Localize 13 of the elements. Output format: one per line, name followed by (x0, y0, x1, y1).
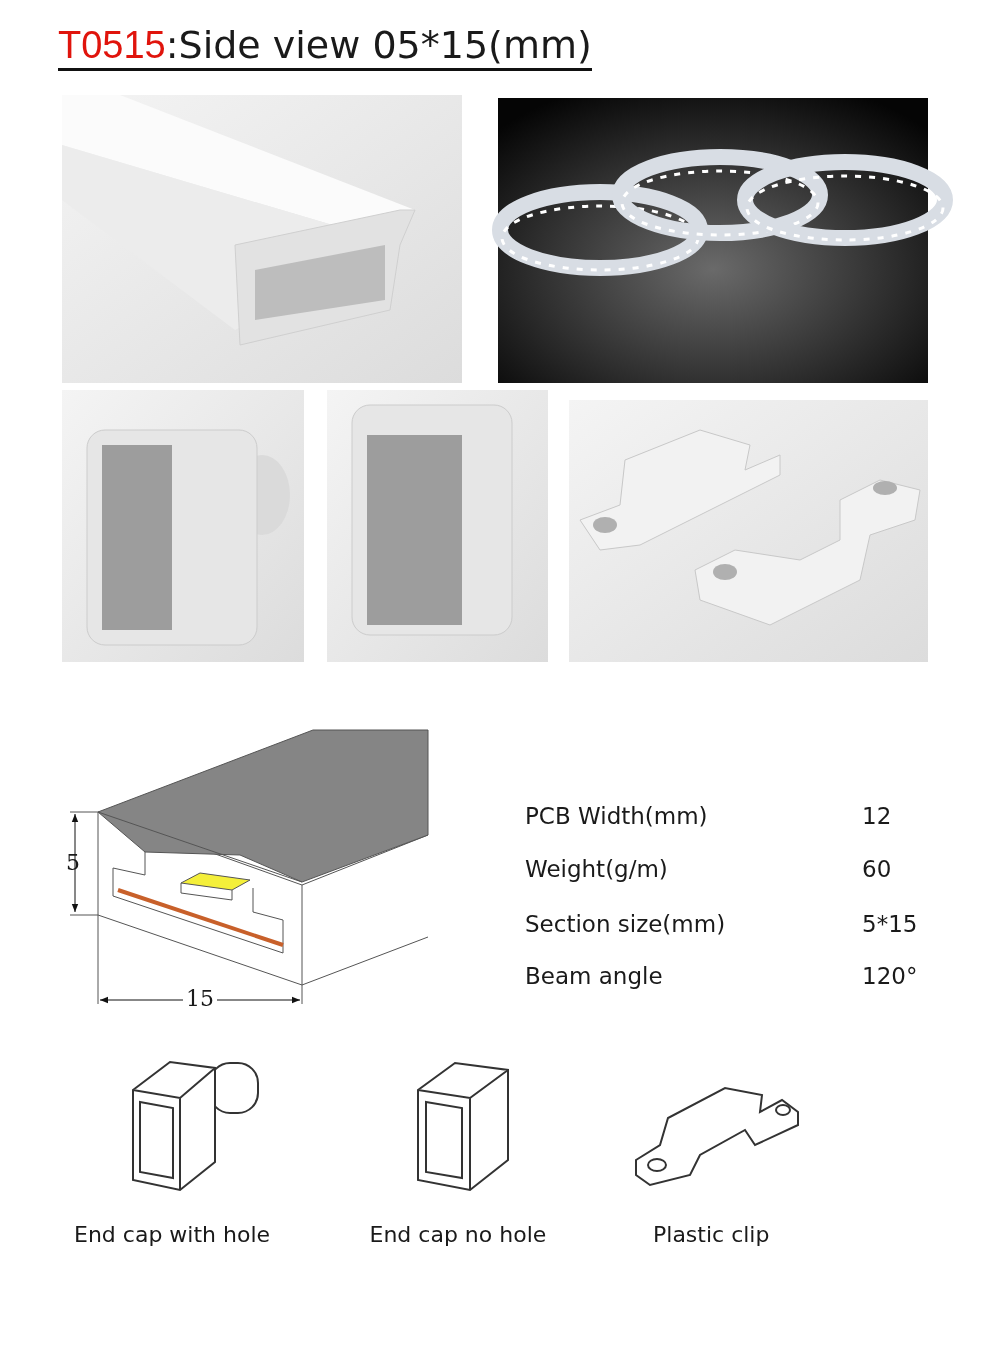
spec-value: 12 (862, 803, 892, 829)
accessory-caption: End cap with hole (74, 1222, 271, 1247)
spec-value: 5*15 (862, 911, 918, 937)
spec-name: Weight(g/m) (525, 856, 668, 882)
page-title: T0515:Side view 05*15(mm) (58, 22, 592, 71)
spec-name: Section size(mm) (525, 911, 726, 937)
accessory-caption: End cap no hole (369, 1222, 547, 1247)
spec-name: Beam angle (525, 963, 663, 989)
spec-value: 120° (862, 963, 918, 989)
spec-value: 60 (862, 856, 892, 882)
dimension-label: 5 (66, 850, 80, 875)
spec-name: PCB Width(mm) (525, 803, 708, 829)
accessory-caption: Plastic clip (653, 1222, 770, 1247)
